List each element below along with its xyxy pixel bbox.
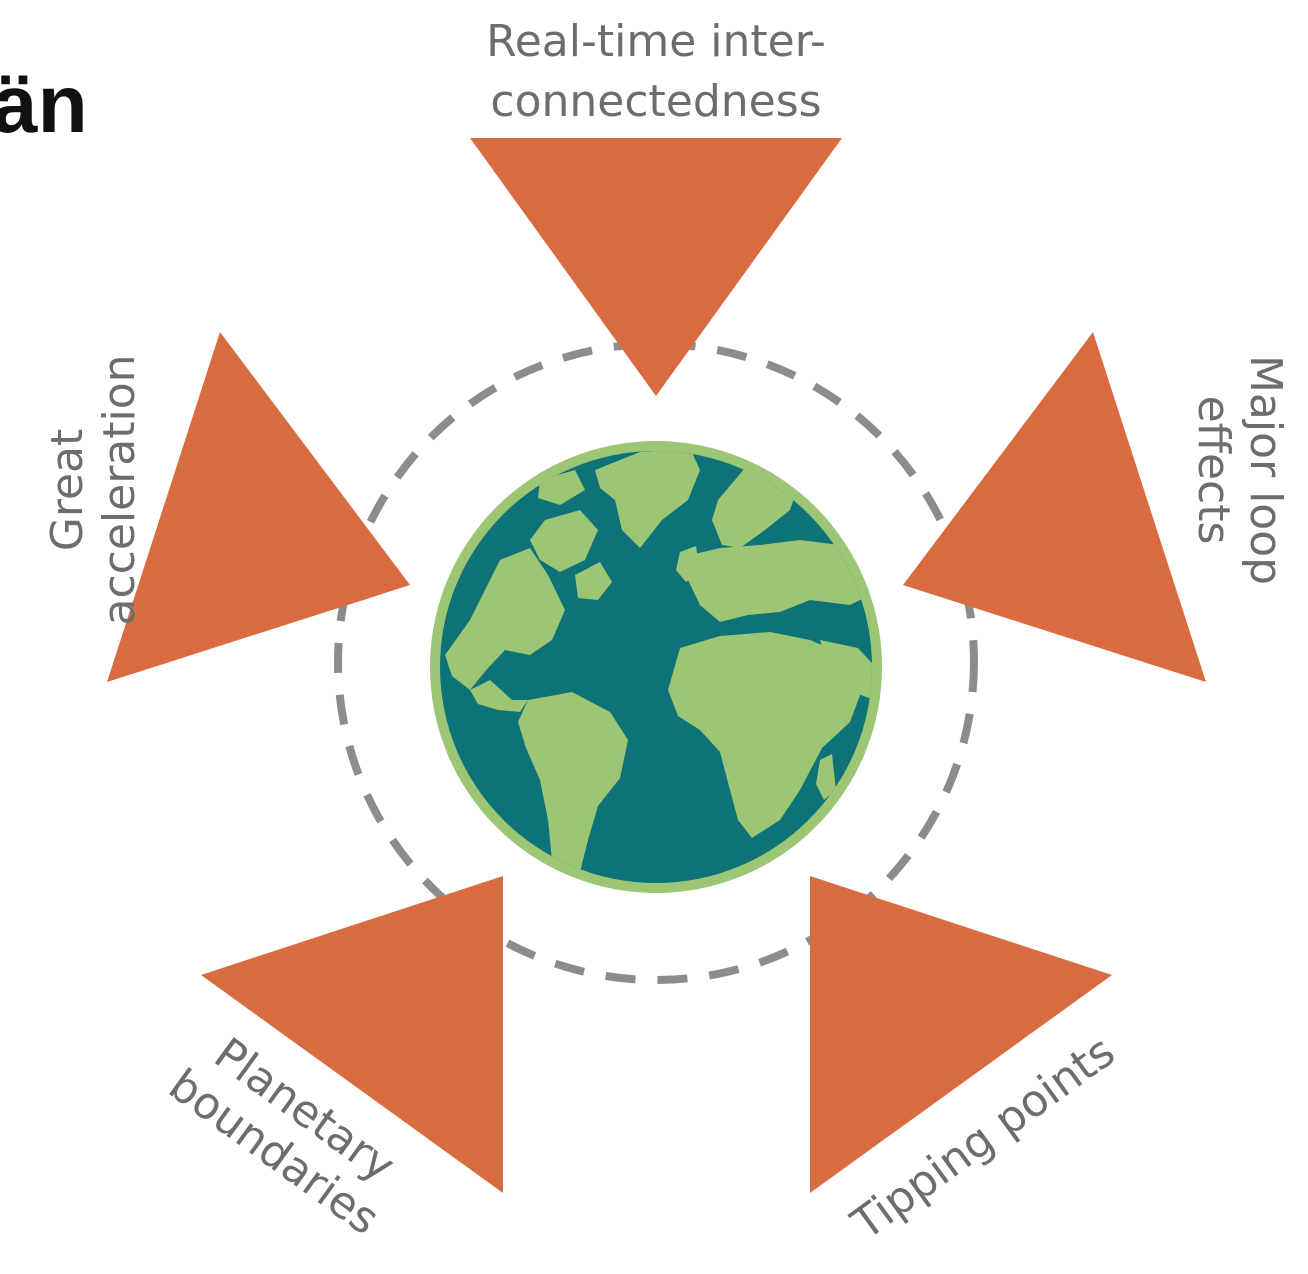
dashed-ring xyxy=(334,340,978,984)
label-major-loop-line1: Major loop xyxy=(1240,355,1291,585)
earth-globe-icon xyxy=(430,441,882,893)
label-major-loop-line2: effects xyxy=(1188,396,1239,545)
triangle-left xyxy=(107,332,410,682)
label-realtime-line2: connectedness xyxy=(490,76,821,127)
triangle-bottom-left xyxy=(201,876,503,1193)
label-great-acceleration-line2: acceleration xyxy=(94,354,145,625)
triangle-bottom-right xyxy=(810,876,1112,1193)
triangle-top xyxy=(470,138,842,396)
page-title: än xyxy=(0,59,88,150)
label-great-acceleration-line1: Great xyxy=(42,429,93,552)
label-realtime-line1: Real-time inter- xyxy=(486,16,826,67)
triangle-right xyxy=(903,332,1206,682)
